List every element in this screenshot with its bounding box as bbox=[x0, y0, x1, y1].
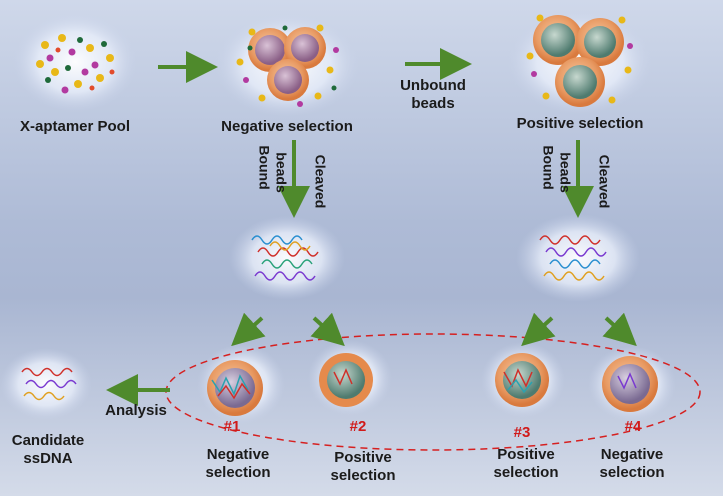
positive-selection-beads bbox=[526, 14, 633, 107]
label-b1-line1: Negative bbox=[206, 446, 270, 463]
label-b3-line2: selection bbox=[493, 464, 559, 481]
label-negative-selection: Negative selection bbox=[221, 118, 353, 135]
bead-2 bbox=[319, 353, 373, 407]
label-ssdna: ssDNA bbox=[23, 450, 73, 467]
label-hash-4: #4 bbox=[624, 418, 642, 435]
label-pool: X-aptamer Pool bbox=[19, 118, 131, 135]
pool-glow bbox=[13, 12, 137, 112]
label-b2-line2: selection bbox=[330, 467, 396, 484]
ssdna-candidate bbox=[21, 367, 77, 401]
ssdna-right bbox=[539, 235, 607, 281]
label-hash-1: #1 bbox=[223, 418, 241, 435]
aptamer-pool-icon bbox=[36, 34, 115, 94]
label-b4-line1: Negative bbox=[600, 446, 664, 463]
label-b1-line2: selection bbox=[205, 464, 271, 481]
arrow-left-to-2 bbox=[310, 312, 345, 347]
label-hash-2: #2 bbox=[349, 418, 367, 435]
bead-4 bbox=[602, 356, 658, 412]
negative-selection-beads bbox=[236, 24, 339, 107]
label-unbound: Unbound bbox=[400, 77, 466, 94]
label-b3-line1: Positive bbox=[497, 446, 555, 463]
label-b4-line2: selection bbox=[599, 464, 665, 481]
label-hash-3: #3 bbox=[513, 424, 531, 441]
arrow-left-to-1 bbox=[231, 312, 266, 347]
arrow-right-to-3 bbox=[521, 312, 556, 347]
label-beads-right: beads bbox=[557, 152, 574, 193]
arrow-right-to-4 bbox=[602, 312, 637, 347]
label-analysis: Analysis bbox=[105, 402, 167, 419]
label-bound-left: Bound bbox=[256, 145, 273, 190]
cleaved-right-glow bbox=[516, 214, 640, 302]
bead-1 bbox=[207, 360, 263, 416]
bead-3 bbox=[495, 353, 549, 407]
cleaved-left-glow bbox=[229, 216, 345, 300]
label-unbound-beads: beads bbox=[411, 95, 455, 112]
ssdna-left bbox=[251, 235, 319, 281]
label-positive-selection: Positive selection bbox=[516, 115, 644, 132]
label-b2-line1: Positive bbox=[334, 449, 392, 466]
label-cleaved-left: Cleaved bbox=[312, 154, 329, 209]
label-beads-left: beads bbox=[273, 152, 290, 193]
label-bound-right: Bound bbox=[540, 145, 557, 190]
label-candidate: Candidate bbox=[11, 432, 85, 449]
label-cleaved-right: Cleaved bbox=[596, 154, 613, 209]
